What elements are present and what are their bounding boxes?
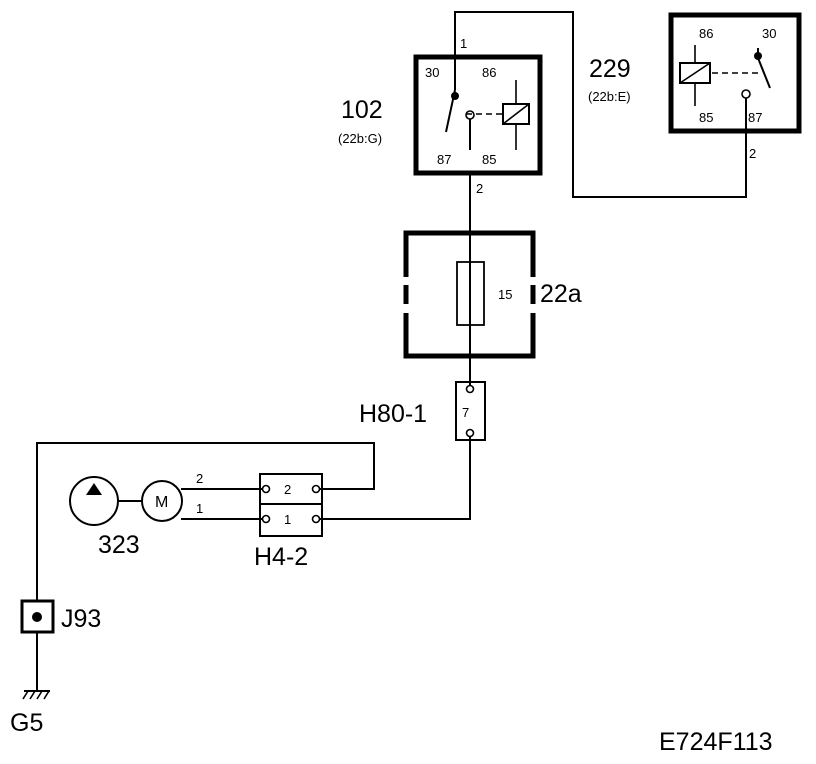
connector-h4-pin-1: 1 [284, 512, 291, 527]
splice-label: J93 [61, 605, 101, 633]
connector-h4-terminal-2-right [311, 484, 321, 494]
motor-wire-number-1: 1 [196, 501, 203, 516]
splice-dot [32, 612, 42, 622]
connector-h80-body [455, 381, 486, 441]
fuse-box-top [403, 230, 536, 277]
relay-229: 86 30 85 87 [668, 12, 802, 134]
relay-102: 30 86 87 85 [413, 54, 543, 176]
relay-229-label: 229 [589, 55, 631, 83]
relay-229-pin-85: 85 [699, 110, 713, 125]
ground-g5 [22, 690, 50, 700]
relay-229-pin-87: 87 [748, 110, 762, 125]
ground-hatch-1 [22, 690, 29, 700]
connector-h4-label: H4-2 [254, 543, 308, 571]
connector-h4-terminal-1-right [311, 514, 321, 524]
relay-102-switch-pivot [451, 92, 459, 100]
connector-h80-terminal-bottom [465, 428, 475, 438]
connector-h80-pin: 7 [462, 405, 469, 420]
relay-229-pin-86: 86 [699, 26, 713, 41]
wire-number-1: 1 [460, 36, 467, 51]
relay-229-switch-pivot [754, 52, 762, 60]
ground-hatch-4 [43, 690, 50, 700]
pump-323 [69, 476, 183, 526]
pump-symbol [69, 476, 119, 526]
relay-102-pin-30: 30 [425, 65, 439, 80]
ground-hatch-3 [36, 690, 43, 700]
fuse-box-22a [403, 230, 536, 359]
splice-j93 [20, 599, 55, 634]
fuse-box-label: 22a [540, 280, 582, 308]
connector-h80-1 [455, 381, 486, 441]
relay-229-pin-30: 30 [762, 26, 776, 41]
relay-229-sub: (22b:E) [588, 89, 631, 104]
connector-h4-2 [259, 473, 323, 537]
relay-102-sub: (22b:G) [338, 131, 382, 146]
relay-102-pin-85: 85 [482, 152, 496, 167]
connector-h80-label: H80-1 [359, 400, 427, 428]
wire-102-30-to-229-87 [454, 11, 747, 198]
connector-h4-terminal-2-left [261, 484, 271, 494]
relay-102-pin-87: 87 [437, 152, 451, 167]
connector-h4-pin-2: 2 [284, 482, 291, 497]
relay-229-switch-blade [757, 57, 771, 89]
connector-h4-terminal-1-left [261, 514, 271, 524]
relay-102-label: 102 [341, 96, 383, 124]
wire-number-2-relay102: 2 [476, 181, 483, 196]
motor-symbol-letter: M [155, 494, 168, 511]
wire-network [36, 11, 747, 691]
relay-102-contact [465, 110, 475, 120]
pump-triangle-icon [86, 483, 102, 495]
relay-102-coil-diag [502, 103, 530, 125]
relay-102-box [413, 54, 543, 176]
wire-h4-pin2-to-ground [36, 442, 375, 691]
relay-229-coil-diag [679, 62, 711, 84]
ground-hatch-2 [29, 690, 36, 700]
relay-102-pin-86: 86 [482, 65, 496, 80]
relay-229-box [668, 12, 802, 134]
figure-id: E724F113 [659, 728, 773, 756]
fuse-box-bottom [403, 313, 536, 359]
relay-229-contact [741, 89, 751, 99]
connector-h80-terminal-top [465, 384, 475, 394]
wire-number-2-relay229: 2 [749, 146, 756, 161]
wire-h80-to-h4-pin1 [318, 437, 471, 520]
pump-label: 323 [98, 531, 140, 559]
motor-wire-number-2: 2 [196, 471, 203, 486]
motor-symbol [141, 480, 183, 522]
fuse-number: 15 [498, 287, 512, 302]
ground-label: G5 [10, 709, 43, 737]
